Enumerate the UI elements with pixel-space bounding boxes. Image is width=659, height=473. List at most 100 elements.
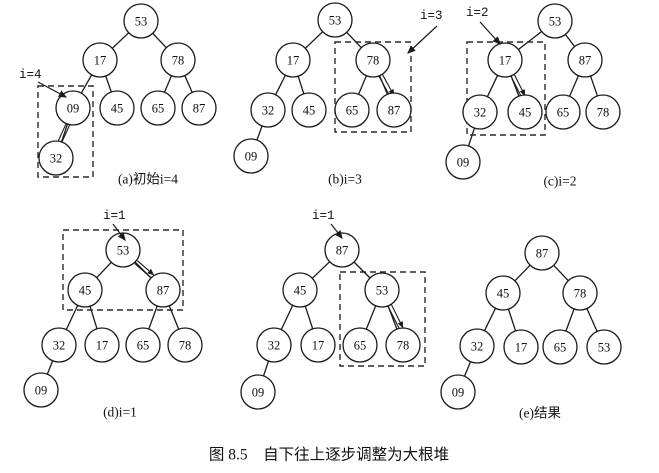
tree-node[interactable]: 65 — [545, 94, 581, 130]
node-key-label: 78 — [574, 287, 587, 301]
node-key-label: 65 — [354, 339, 367, 353]
node-circle — [256, 327, 292, 363]
tree-node[interactable]: 45 — [282, 272, 318, 308]
tree-node[interactable]: 53 — [105, 232, 141, 268]
node-key-label: 78 — [397, 339, 410, 353]
index-pointer-arrow — [112, 223, 126, 241]
tree-node[interactable]: 65 — [342, 327, 378, 363]
tree-node[interactable]: 32 — [250, 92, 286, 128]
tree-node[interactable]: 45 — [507, 94, 543, 130]
tree-node[interactable]: 78 — [160, 42, 196, 78]
tree-node[interactable]: 78 — [167, 327, 203, 363]
swap-arrow — [509, 74, 522, 98]
node-circle — [291, 92, 327, 128]
node-key-label: 32 — [50, 152, 63, 166]
node-circle — [250, 92, 286, 128]
tree-edge — [589, 75, 599, 97]
node-key-label: 78 — [367, 54, 380, 68]
tree-edge — [467, 127, 476, 147]
node-key-label: 65 — [137, 339, 150, 353]
tree-node[interactable]: 45 — [291, 92, 327, 128]
tree-node[interactable]: 87 — [567, 42, 603, 78]
node-key-label: 45 — [497, 287, 510, 301]
tree-node[interactable]: 17 — [503, 329, 539, 365]
tree-node[interactable]: 87 — [376, 92, 412, 128]
node-key-label: 45 — [111, 102, 124, 116]
tree-node[interactable]: 53 — [586, 329, 622, 365]
tree-node[interactable]: 53 — [537, 3, 573, 39]
tree-node[interactable]: 45 — [99, 90, 135, 126]
panel-caption-b: (b)i=3 — [328, 172, 362, 187]
tree-node[interactable]: 78 — [562, 275, 598, 311]
tree-node[interactable]: 53 — [317, 2, 353, 38]
tree-node[interactable]: 87 — [145, 272, 181, 308]
tree-node[interactable]: 17 — [275, 42, 311, 78]
tree-node[interactable]: 32 — [256, 327, 292, 363]
node-circle — [140, 90, 176, 126]
tree-node[interactable]: 32 — [462, 94, 498, 130]
tree-node[interactable]: 78 — [385, 327, 421, 363]
tree-node[interactable]: 17 — [84, 327, 120, 363]
panel-caption-c: (c)i=2 — [543, 174, 576, 189]
tree-node[interactable]: 65 — [125, 327, 161, 363]
tree-node[interactable]: 65 — [334, 92, 370, 128]
node-key-label: 17 — [96, 339, 109, 353]
tree-node[interactable]: 32 — [459, 328, 495, 364]
tree-node[interactable]: 09 — [55, 90, 91, 126]
node-circle — [125, 327, 161, 363]
tree-node[interactable]: 09 — [240, 374, 276, 410]
tree-edge — [262, 360, 270, 377]
tree-edge — [514, 264, 531, 282]
tree-edge — [256, 125, 263, 141]
tree-node[interactable]: 45 — [485, 275, 521, 311]
tree-node[interactable]: 17 — [300, 327, 336, 363]
tree-edge — [569, 75, 579, 97]
tree-edge — [507, 308, 517, 332]
tree-node[interactable]: 45 — [67, 272, 103, 308]
tree-node[interactable]: 78 — [585, 94, 621, 130]
tree-node[interactable]: 09 — [440, 374, 476, 410]
tree-node[interactable]: 32 — [41, 327, 77, 363]
tree-edge — [152, 32, 167, 49]
tree-node[interactable]: 17 — [82, 42, 118, 78]
tree-node[interactable]: 17 — [487, 42, 523, 78]
tree-node[interactable]: 78 — [355, 42, 391, 78]
node-key-label: 87 — [193, 102, 206, 116]
tree-node[interactable]: 87 — [524, 235, 560, 271]
node-circle — [542, 329, 578, 365]
swap-arrow — [386, 304, 400, 330]
node-key-label: 45 — [519, 106, 532, 120]
tree-node[interactable]: 65 — [140, 90, 176, 126]
node-key-label: 17 — [515, 341, 528, 355]
tree-edge — [311, 261, 331, 279]
tree-node[interactable]: 32 — [38, 140, 74, 176]
tree-node[interactable]: 09 — [445, 144, 481, 180]
tree-edge — [518, 30, 542, 51]
node-circle — [376, 92, 412, 128]
node-key-label: 09 — [252, 386, 265, 400]
node-circle — [445, 144, 481, 180]
index-label-d2: i=1 — [312, 209, 335, 223]
tree-edge — [280, 305, 294, 330]
tree-edge — [586, 308, 598, 332]
tree-node[interactable]: 53 — [123, 3, 159, 39]
index-label-c: i=2 — [466, 6, 489, 20]
tree-node[interactable]: 53 — [364, 272, 400, 308]
node-circle — [317, 2, 353, 38]
tree-node[interactable]: 65 — [542, 329, 578, 365]
node-circle — [487, 42, 523, 78]
node-circle — [385, 327, 421, 363]
tree-edge — [148, 305, 158, 330]
tree-node[interactable]: 09 — [23, 372, 59, 408]
node-circle — [503, 329, 539, 365]
node-circle — [459, 328, 495, 364]
node-key-label: 17 — [312, 339, 325, 353]
tree-node[interactable]: 09 — [233, 138, 269, 174]
tree-node[interactable]: 87 — [324, 232, 360, 268]
tree-node[interactable]: 87 — [181, 90, 217, 126]
tree-edge — [463, 361, 472, 377]
index-pointer-arrow — [407, 25, 438, 54]
node-key-label: 65 — [557, 106, 570, 120]
